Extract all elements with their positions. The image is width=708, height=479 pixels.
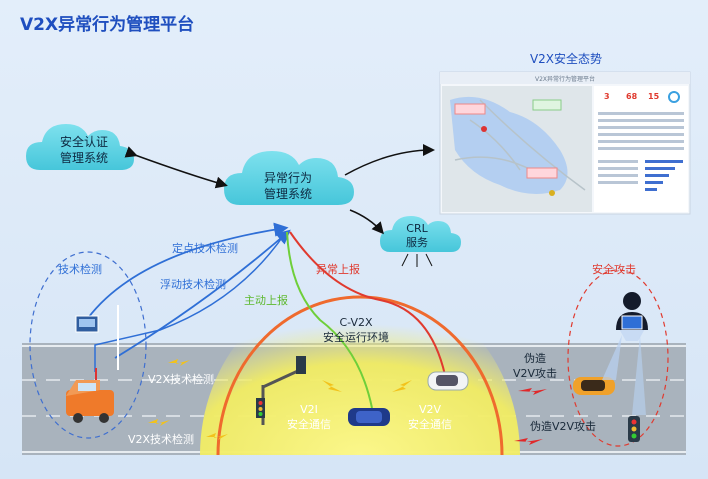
- van-uplink: [94, 231, 287, 372]
- crl-distribute-arrows: [401, 253, 433, 267]
- v2x-detect-label-1: V2X技术检测: [148, 372, 214, 386]
- hacker-icon: [602, 292, 648, 415]
- mbm-cloud: [224, 151, 354, 205]
- traffic-light: [256, 356, 306, 425]
- dashboard-screenshot: V2X异常行为管理平台 3 68 15: [439, 71, 691, 215]
- forge-label-1b: V2V攻击: [513, 366, 557, 380]
- v2v-label-1: V2V: [419, 403, 442, 416]
- security-attack-label: 安全攻击: [592, 262, 636, 276]
- fixed-detect-label: 定点技术检测: [172, 241, 238, 255]
- v2i-label-2: 安全通信: [287, 417, 331, 431]
- attack-bolts: [514, 388, 547, 445]
- v2x-detect-label-2: V2X技术检测: [128, 432, 194, 446]
- situation-title: V2X安全态势: [530, 51, 602, 66]
- floating-detect-label: 浮动技术检测: [160, 277, 226, 291]
- floating-detect-arrow: [114, 229, 291, 359]
- security-auth-label-1: 安全认证: [60, 134, 108, 149]
- cv2x-env-label-2: 安全运行环境: [323, 330, 389, 344]
- security-auth-label-2: 管理系统: [60, 150, 108, 165]
- abnormal-report-label: 异常上报: [316, 262, 360, 276]
- detection-van: [66, 368, 114, 423]
- active-report-label: 主动上报: [244, 293, 288, 307]
- abnormal-report-arrow: [289, 231, 446, 376]
- forge-label-2: 伪造V2V攻击: [530, 419, 596, 433]
- attack-traffic-light: [628, 416, 640, 442]
- cv2x-env-label-1: C-V2X: [339, 316, 373, 329]
- v2i-label-1: V2I: [300, 403, 318, 416]
- attacker-car: [573, 377, 615, 395]
- tech-detect-label: 技术检测: [58, 262, 102, 276]
- mbm-dashboard-arrow: [344, 144, 435, 176]
- white-car: [427, 371, 469, 391]
- crl-cloud: [380, 216, 461, 252]
- roadside-unit: [75, 305, 119, 370]
- security-auth-cloud: [26, 124, 134, 170]
- v2v-label-2: 安全通信: [408, 417, 452, 431]
- attack-region: [567, 269, 669, 447]
- tech-detect-region: [29, 251, 147, 439]
- cv2x-dome: [200, 280, 520, 456]
- mbm-label-2: 管理系统: [264, 186, 312, 201]
- mbm-label-1: 异常行为: [264, 171, 312, 185]
- dashboard-title: V2X异常行为管理平台: [535, 75, 595, 83]
- forge-label-1a: 伪造: [524, 351, 546, 365]
- fixed-detect-arrow: [87, 222, 289, 319]
- active-report-arrow: [286, 231, 373, 409]
- crl-label-2: 服务: [406, 236, 428, 249]
- kpi-3: 15: [648, 92, 660, 101]
- auth-mbm-arrow: [124, 146, 228, 189]
- page-title: V2X异常行为管理平台: [20, 14, 194, 35]
- kpi-2: 68: [626, 92, 638, 101]
- mbm-crl-arrow: [349, 209, 384, 235]
- kpi-1: 3: [604, 92, 610, 101]
- signal-bolts: [148, 359, 412, 440]
- center-car: [348, 408, 390, 426]
- crl-label-1: CRL: [406, 222, 428, 235]
